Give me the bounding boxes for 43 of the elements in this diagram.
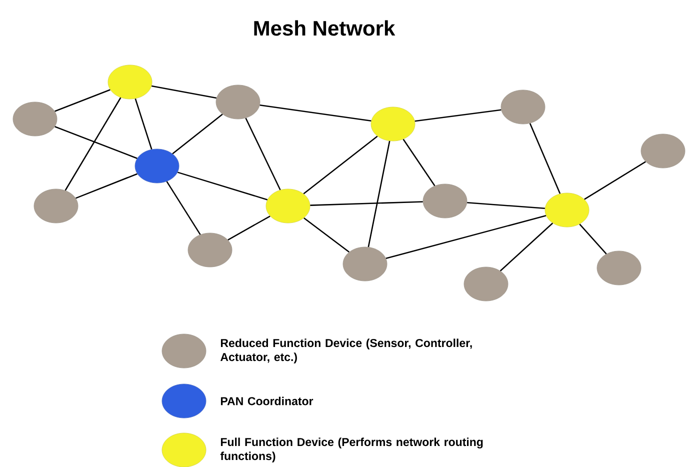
connection-line — [245, 118, 281, 190]
connection-line — [386, 214, 546, 260]
connection-line — [134, 98, 152, 150]
device-node — [370, 106, 416, 142]
device-node — [266, 188, 310, 224]
device-node — [188, 232, 232, 268]
device-node — [216, 84, 260, 120]
connection-line — [310, 201, 423, 206]
connection-line — [166, 181, 201, 235]
connection-line — [467, 202, 545, 210]
legend-text: Reduced Function Device (Sensor, Controller, Actuator, etc.) — [220, 338, 472, 364]
connection-line — [172, 114, 223, 154]
legend-text: PAN Coordinator — [220, 396, 314, 406]
connection-line — [303, 136, 378, 194]
connection-line — [177, 172, 268, 200]
device-node — [596, 250, 642, 286]
connection-line — [64, 97, 122, 191]
connection-line — [304, 217, 350, 253]
device-node — [544, 192, 590, 228]
device-node — [422, 184, 468, 218]
connection-line — [584, 161, 646, 200]
connection-line — [500, 222, 554, 272]
connection-line — [368, 140, 390, 248]
connection-line — [76, 173, 138, 199]
device-node — [640, 134, 686, 168]
diagram-title: Mesh Network — [254, 20, 396, 36]
device-node — [12, 102, 58, 136]
connection-line — [54, 89, 110, 112]
connection-line — [414, 109, 502, 122]
device-node — [342, 246, 388, 282]
connection-line — [54, 126, 138, 159]
connection-line — [151, 85, 217, 99]
connection-line — [529, 123, 561, 194]
device-node — [34, 188, 78, 224]
connection-line — [579, 224, 607, 254]
legend-text: Full Function Device (Performs network routing functions) — [220, 438, 483, 462]
device-node — [464, 266, 508, 302]
device-node — [108, 64, 152, 100]
device-node — [500, 90, 546, 124]
connection-line — [228, 216, 270, 240]
device-node — [134, 148, 180, 184]
connection-line — [402, 138, 436, 186]
connection-line — [260, 104, 372, 122]
